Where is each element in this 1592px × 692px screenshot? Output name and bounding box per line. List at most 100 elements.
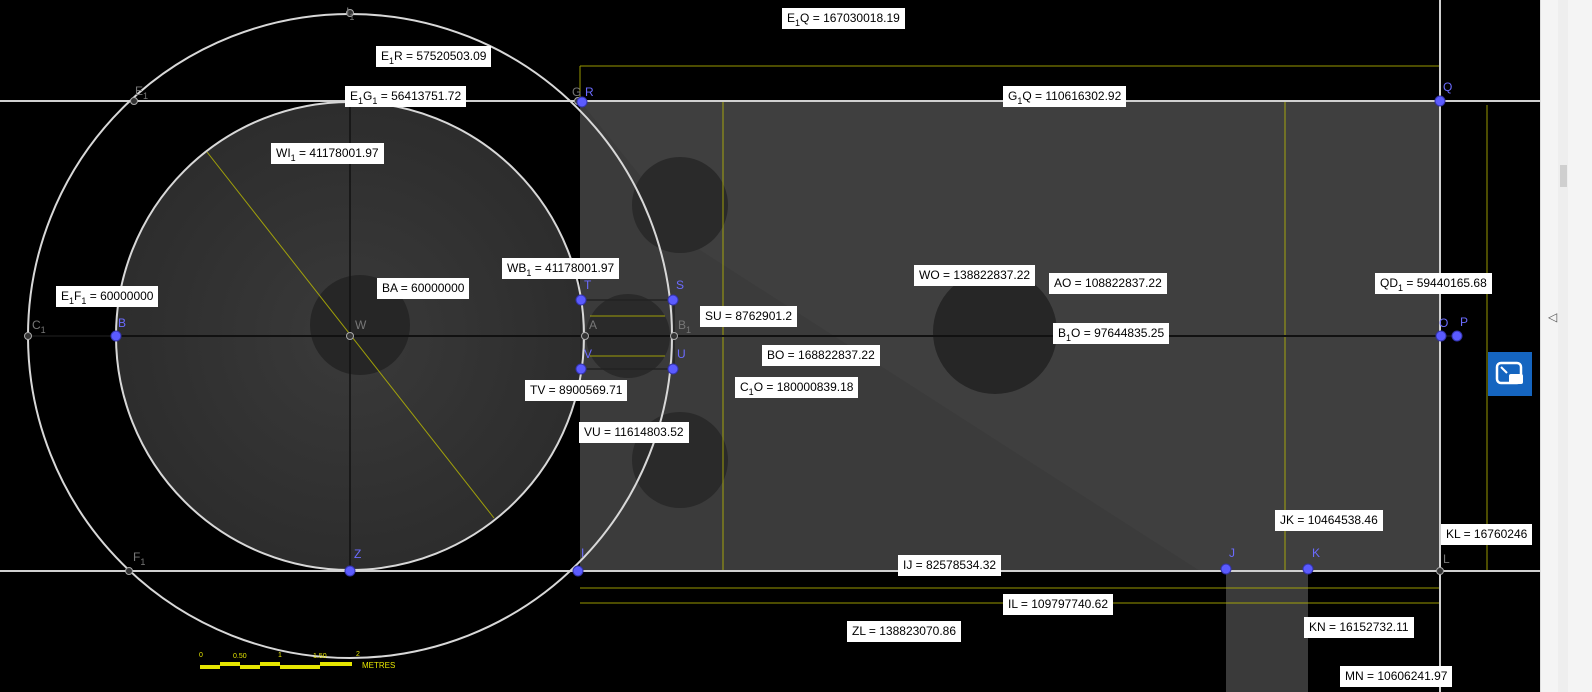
measurement-label[interactable]: KN = 16152732.11	[1304, 617, 1414, 638]
scrollbar[interactable]	[1558, 0, 1568, 692]
point-I[interactable]	[572, 565, 584, 577]
segment-subscript: 1	[81, 296, 87, 306]
segment-name: E	[381, 49, 390, 63]
scale-tick-label: 1	[278, 652, 282, 659]
segment-subscript: 1	[372, 96, 378, 106]
point-name: I	[346, 5, 350, 19]
segment-subscript: 1	[748, 387, 754, 397]
fullscreen-button[interactable]	[1488, 352, 1532, 396]
scrollbar-thumb[interactable]	[1560, 165, 1567, 187]
segment-name: TV	[530, 383, 546, 397]
measurement-label[interactable]: BO = 168822837.22	[762, 345, 880, 366]
point-label: W	[355, 318, 366, 332]
segment-name: F	[74, 289, 82, 303]
measurement-label[interactable]: QD1 = 59440165.68	[1375, 273, 1492, 294]
segment-subscript: 1	[1066, 333, 1072, 343]
point-label: B1	[678, 318, 691, 335]
measurement-label[interactable]: C1O = 180000839.18	[735, 377, 859, 398]
measurement-label[interactable]: SU = 8762901.2	[700, 306, 798, 327]
measurement-label[interactable]: WI1 = 41178001.97	[271, 143, 384, 164]
point-label: R	[585, 85, 594, 99]
measurement-label[interactable]: B1O = 97644835.25	[1053, 323, 1170, 344]
segment-name: MN	[1345, 669, 1364, 683]
segment-name: R	[394, 49, 403, 63]
scale-tick-label: 0	[199, 652, 203, 659]
point-label: V	[584, 347, 592, 361]
point-T[interactable]	[575, 294, 587, 306]
point-name: U	[677, 347, 686, 361]
measurement-label[interactable]: E1G1 = 56413751.72	[345, 86, 467, 107]
point-label: K	[1312, 546, 1320, 560]
point-label: C1	[32, 318, 46, 335]
segment-name: C	[740, 380, 749, 394]
point-J[interactable]	[1220, 563, 1232, 575]
measurement-value: 10464538.46	[1307, 513, 1378, 527]
measurement-value: 180000839.18	[776, 380, 854, 394]
segment-name: QD	[1380, 276, 1398, 290]
scale-tick-label: 1.50	[313, 653, 327, 660]
measurement-value: 109797740.62	[1031, 597, 1108, 611]
measurement-value: 82578534.32	[926, 558, 997, 572]
point-subscript: 1	[349, 12, 355, 22]
measurement-label[interactable]: E1R = 57520503.09	[376, 46, 492, 67]
point-F1[interactable]	[125, 567, 133, 575]
point-C1[interactable]	[24, 332, 32, 340]
segment-name: E	[350, 89, 359, 103]
measurement-label[interactable]: E1Q = 167030018.19	[782, 8, 905, 29]
measurement-label[interactable]: G1Q = 110616302.92	[1003, 86, 1127, 107]
measurement-label[interactable]: TV = 8900569.71	[525, 380, 628, 401]
point-R[interactable]	[576, 96, 588, 108]
point-Z[interactable]	[344, 565, 356, 577]
measurement-label[interactable]: VU = 11614803.52	[579, 422, 689, 443]
segment-name: B	[1058, 326, 1067, 340]
point-label: Q	[1443, 80, 1452, 94]
point-Q[interactable]	[1434, 95, 1446, 107]
point-name: T	[584, 278, 592, 292]
measurement-value: 11614803.52	[614, 425, 684, 439]
measurement-label[interactable]: ZL = 138823070.86	[847, 621, 961, 642]
measurement-label[interactable]: KL = 16760246	[1441, 524, 1533, 545]
measurement-label[interactable]: WO = 138822837.22	[914, 265, 1036, 286]
point-I1[interactable]	[346, 9, 354, 17]
measurement-label[interactable]: IJ = 82578534.32	[898, 555, 1002, 576]
point-B[interactable]	[110, 330, 122, 342]
point-label: S	[676, 278, 684, 292]
point-B1[interactable]	[670, 332, 678, 340]
segment-name: BO	[767, 348, 785, 362]
measurement-value: 41178001.97	[309, 146, 379, 160]
point-A[interactable]	[581, 332, 589, 340]
point-P[interactable]	[1451, 330, 1463, 342]
collapse-panel-icon[interactable]: ◁	[1548, 310, 1558, 324]
measurement-label[interactable]: WB1 = 41178001.97	[502, 258, 620, 279]
measurement-label[interactable]: E1F1 = 60000000	[56, 286, 159, 307]
measurement-label[interactable]: AO = 108822837.22	[1049, 273, 1167, 294]
segment-name: AO	[1054, 276, 1072, 290]
point-U[interactable]	[667, 363, 679, 375]
point-O[interactable]	[1435, 330, 1447, 342]
segment-subscript: 1	[290, 153, 296, 163]
measurement-value: 110616302.92	[1045, 89, 1122, 103]
measurement-label[interactable]: MN = 10606241.97	[1340, 666, 1453, 687]
segment-name: O	[1071, 326, 1081, 340]
segment-name: IL	[1008, 597, 1018, 611]
point-label: F1	[133, 550, 145, 567]
point-label: T	[584, 278, 591, 292]
point-L[interactable]	[1436, 567, 1444, 575]
point-label: J	[1229, 546, 1235, 560]
measurement-value: 10606241.97	[1377, 669, 1448, 683]
point-S[interactable]	[667, 294, 679, 306]
segment-name: Q	[800, 11, 810, 25]
measurement-label[interactable]: BA = 60000000	[377, 278, 470, 299]
point-V[interactable]	[575, 363, 587, 375]
measurement-label[interactable]: JK = 10464538.46	[1275, 510, 1383, 531]
point-K[interactable]	[1302, 563, 1314, 575]
point-E1[interactable]	[130, 97, 138, 105]
measurement-label[interactable]: IL = 109797740.62	[1003, 594, 1113, 615]
measurement-value: 97644835.25	[1094, 326, 1165, 340]
dark-spot	[310, 275, 410, 375]
measurement-value: 167030018.19	[823, 11, 900, 25]
measurement-value: 60000000	[411, 281, 465, 295]
point-W[interactable]	[346, 332, 354, 340]
segment-name: JK	[1280, 513, 1295, 527]
